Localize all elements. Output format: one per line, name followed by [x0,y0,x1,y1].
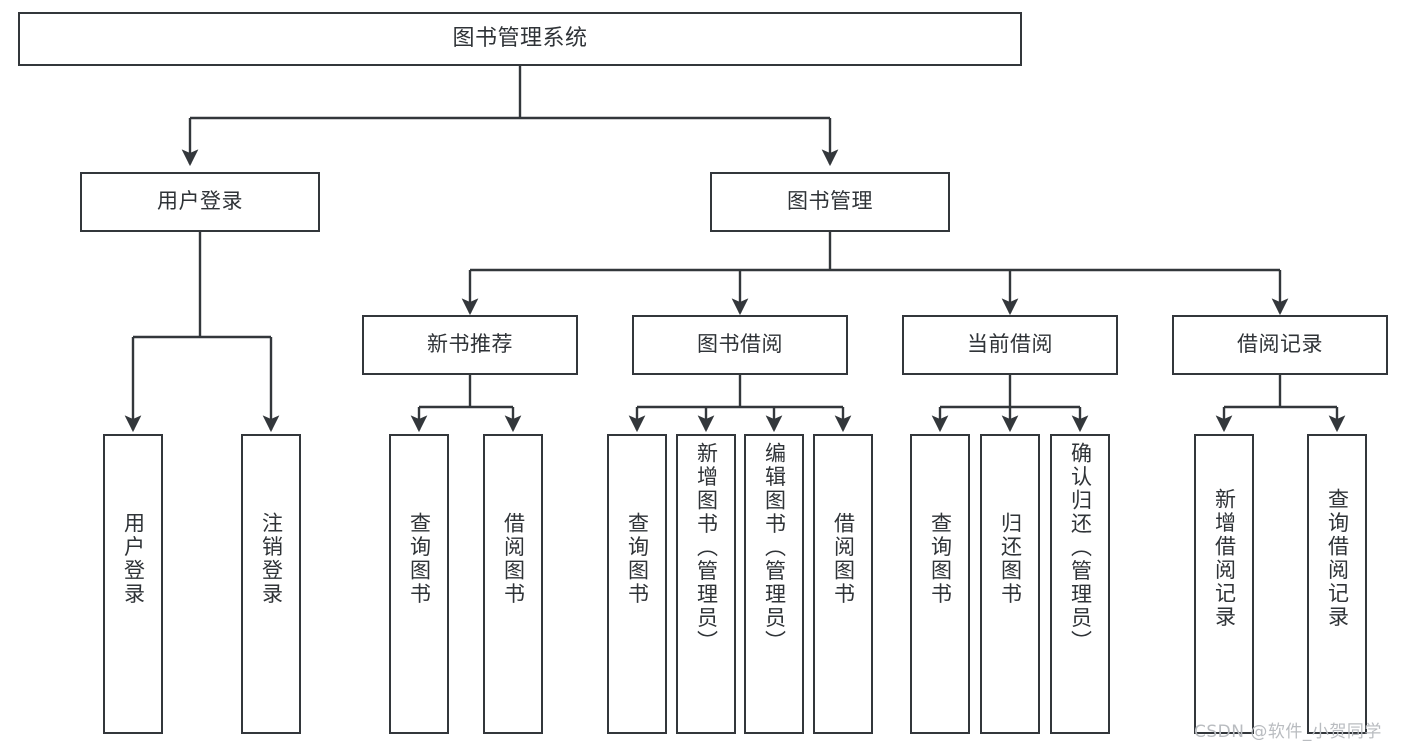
node-root-system[interactable]: 图书管理系统 [18,12,1022,66]
leaf-book-borrow-lend[interactable]: 借阅图书 [813,434,873,734]
node-borrow-record[interactable]: 借阅记录 [1172,315,1388,375]
node-label: 图书借阅 [697,332,783,357]
node-label: 借阅图书 [831,512,856,606]
node-label: 查询图书 [625,512,650,606]
node-label: 用户登录 [157,189,243,214]
leaf-new-book-query[interactable]: 查询图书 [389,434,449,734]
node-label: 归还图书 [998,512,1023,606]
node-label: 借阅记录 [1237,332,1323,357]
leaf-user-login-logout[interactable]: 注销登录 [241,434,301,734]
node-label: 编辑图书（管理员） [762,442,787,654]
node-label: 新增借阅记录 [1212,488,1237,629]
leaf-user-login-login[interactable]: 用户登录 [103,434,163,734]
leaf-current-borrow-confirm[interactable]: 确认归还（管理员） [1050,434,1110,734]
leaf-current-borrow-return[interactable]: 归还图书 [980,434,1040,734]
node-label: 查询图书 [407,512,432,606]
node-label: 图书管理系统 [452,25,588,51]
node-label: 查询图书 [928,512,953,606]
node-label: 新增图书（管理员） [694,442,719,654]
node-label: 查询借阅记录 [1325,488,1350,629]
node-user-login[interactable]: 用户登录 [80,172,320,232]
node-book-management[interactable]: 图书管理 [710,172,950,232]
csdn-watermark: CSDN @软件_小贺同学 [1194,722,1382,742]
leaf-borrow-record-add[interactable]: 新增借阅记录 [1194,434,1254,734]
leaf-current-borrow-query[interactable]: 查询图书 [910,434,970,734]
node-label: 注销登录 [259,512,284,606]
leaf-book-borrow-query[interactable]: 查询图书 [607,434,667,734]
node-current-borrow[interactable]: 当前借阅 [902,315,1118,375]
node-label: 确认归还（管理员） [1068,442,1093,654]
leaf-new-book-borrow[interactable]: 借阅图书 [483,434,543,734]
node-book-borrow[interactable]: 图书借阅 [632,315,848,375]
node-label: 借阅图书 [501,512,526,606]
node-label: 新书推荐 [427,332,513,357]
leaf-borrow-record-query[interactable]: 查询借阅记录 [1307,434,1367,734]
node-label: 图书管理 [787,189,873,214]
node-new-book-recommend[interactable]: 新书推荐 [362,315,578,375]
leaf-book-borrow-add[interactable]: 新增图书（管理员） [676,434,736,734]
node-label: 当前借阅 [967,332,1053,357]
leaf-book-borrow-edit[interactable]: 编辑图书（管理员） [744,434,804,734]
node-label: 用户登录 [121,512,146,606]
